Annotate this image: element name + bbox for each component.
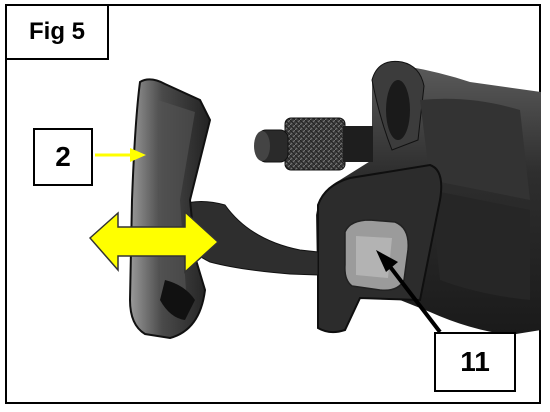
figure-title-text: Fig 5 [28,18,85,45]
double-arrow-icon [88,210,220,274]
figure-title: Fig 5 [5,4,109,60]
callout-11: 11 [434,332,516,392]
tool-body [316,60,541,335]
callout-number: 11 [460,346,490,377]
callout-number: 2 [55,141,71,172]
callout-2: 2 [33,128,93,186]
pointer-arrow-icon [95,148,146,162]
pointer-arrow-icon [376,250,442,334]
chuck [254,117,373,171]
